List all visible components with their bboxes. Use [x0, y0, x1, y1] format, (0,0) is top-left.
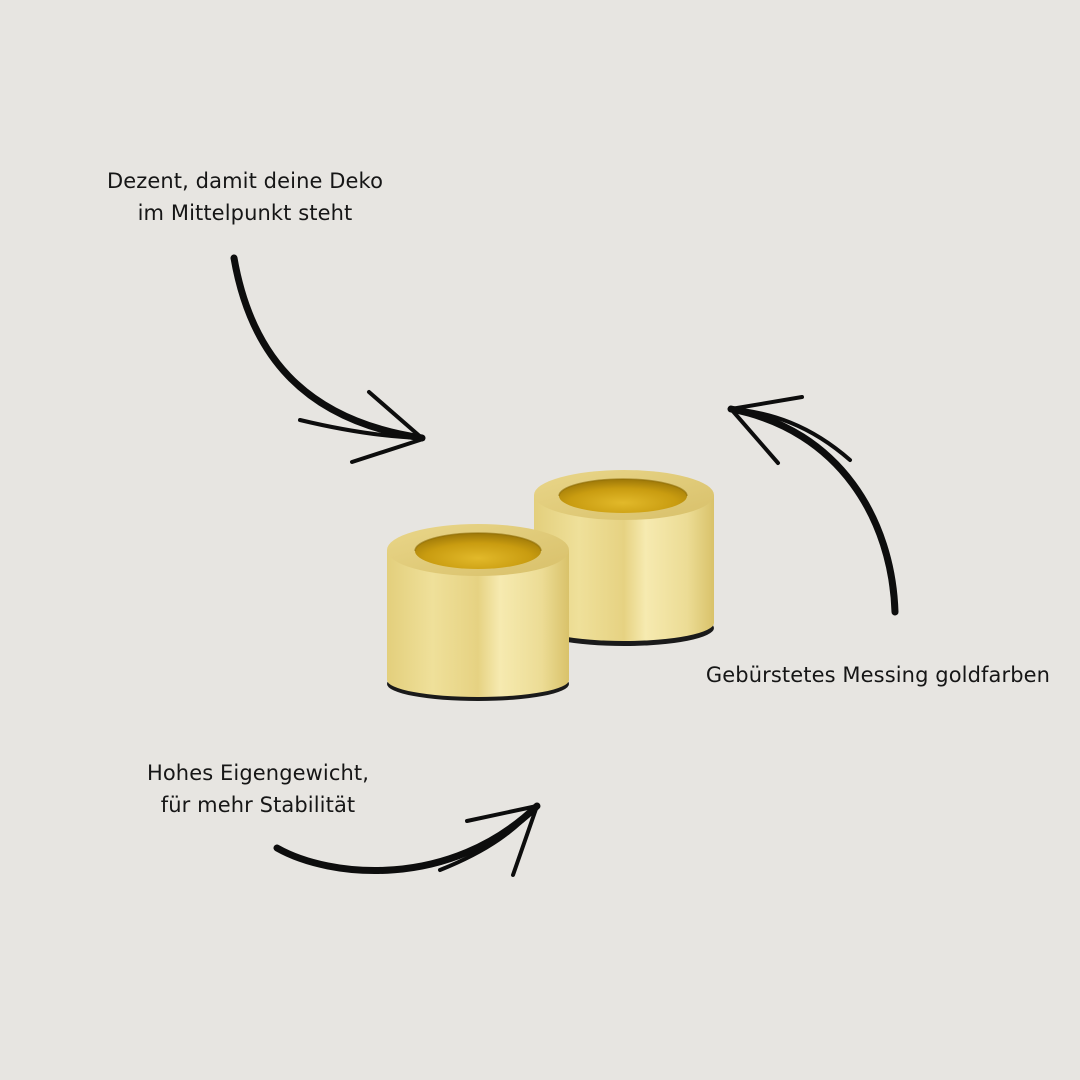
callout-top-left: Dezent, damit deine Deko im Mittelpunkt …	[80, 165, 410, 229]
curved-arrow-bottom-left-icon	[273, 802, 541, 877]
callout-right-line-1: Gebürstetes Messing goldfarben	[705, 663, 1051, 687]
callout-top-left-line-2: im Mittelpunkt steht	[137, 201, 353, 225]
candle-holder-front	[387, 524, 569, 701]
callout-bottom-left-line-2: für mehr Stabilität	[160, 793, 356, 817]
candle-holder-back	[534, 470, 714, 646]
callout-bottom-left-line-1: Hohes Eigengewicht,	[146, 761, 370, 785]
callout-top-left-line-1: Dezent, damit deine Deko	[106, 169, 384, 193]
callout-right: Gebürstetes Messing goldfarben	[680, 659, 1076, 691]
curved-arrow-right-icon	[727, 395, 899, 616]
callout-bottom-left: Hohes Eigengewicht, für mehr Stabilität	[108, 757, 408, 821]
curved-arrow-top-left-icon	[230, 254, 426, 464]
